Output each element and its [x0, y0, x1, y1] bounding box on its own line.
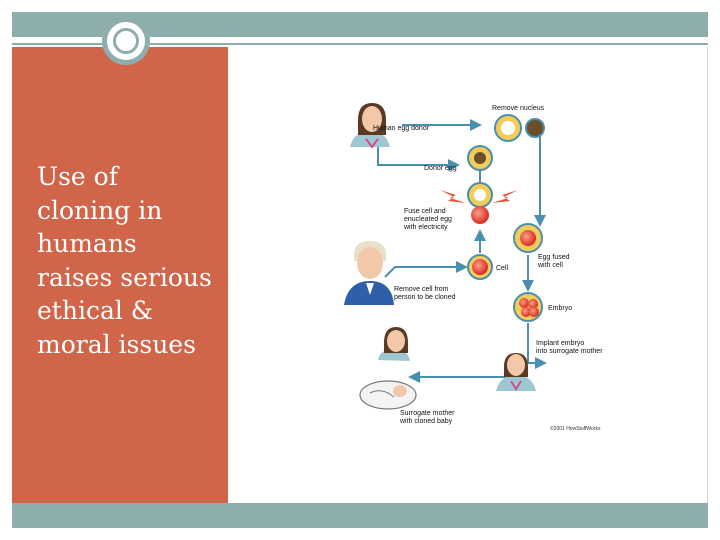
- arrow-donor-to-donor-egg: [377, 143, 460, 171]
- removed-nucleus: [501, 121, 515, 135]
- arrow-embryo-to-surrogate: [527, 323, 547, 369]
- man-to-be-cloned-icon: [344, 241, 394, 305]
- slide-body-text: Use of cloning in humans raises serious …: [37, 162, 212, 359]
- electricity-spark-icon: [440, 190, 518, 203]
- label-fuse-line1: Fuse cell and: [404, 208, 446, 215]
- label-egg-fused-line1: Egg fused: [538, 254, 570, 261]
- label-donor-egg: Donor egg: [424, 165, 457, 172]
- cell-circles: [467, 114, 545, 322]
- label-credit: ©2001 HowStuffWorks: [550, 425, 601, 432]
- donor-egg-nucleus: [474, 152, 486, 164]
- label-implant-line1: Implant embryo: [536, 340, 584, 347]
- label-remove-cell-line2: person to be cloned: [394, 294, 456, 301]
- label-human-egg-donor: Human egg donor: [373, 125, 430, 132]
- footer-band: [12, 503, 708, 528]
- egg-donor-woman-icon: [350, 103, 390, 149]
- baby-blanket-icon: [359, 380, 417, 410]
- nucleus-dot: [525, 118, 545, 138]
- label-fuse-line2: enucleated egg: [404, 216, 452, 223]
- embryo: [513, 292, 543, 322]
- embryo-cell-1: [519, 298, 529, 308]
- process-arrows: [377, 119, 547, 383]
- label-remove-nucleus: Remove nucleus: [492, 105, 545, 112]
- embryo-cell-3: [521, 307, 531, 317]
- enucleated-egg-center: [474, 189, 486, 201]
- pregnant-surrogate-icon: [496, 353, 536, 391]
- cloning-process-diagram: Remove nucleus Human egg donor Donor egg…: [344, 103, 603, 432]
- surrogate-mother-with-baby-icon: [359, 327, 417, 410]
- embryo-cell-4: [529, 307, 539, 317]
- arrow-man-to-cell: [384, 261, 468, 278]
- label-cell: Cell: [496, 265, 509, 272]
- label-implant-line2: into surrogate mother: [536, 348, 603, 355]
- side-panel: [12, 47, 228, 503]
- donor-cell-core: [472, 259, 488, 275]
- egg-fused-core: [520, 230, 536, 246]
- label-surrogate-line1: Surrogate mother: [400, 410, 455, 417]
- label-fuse-line3: with electricity: [403, 224, 448, 231]
- header-rule: [12, 43, 708, 45]
- label-surrogate-line2: with cloned baby: [399, 418, 453, 425]
- fuse-red-cell: [471, 206, 489, 224]
- label-remove-cell-line1: Remove cell from: [394, 286, 449, 293]
- label-egg-fused-line2: with cell: [537, 262, 563, 269]
- label-embryo: Embryo: [548, 305, 572, 312]
- ring-ornament-icon: [102, 17, 150, 65]
- embryo-cell-2: [528, 299, 538, 309]
